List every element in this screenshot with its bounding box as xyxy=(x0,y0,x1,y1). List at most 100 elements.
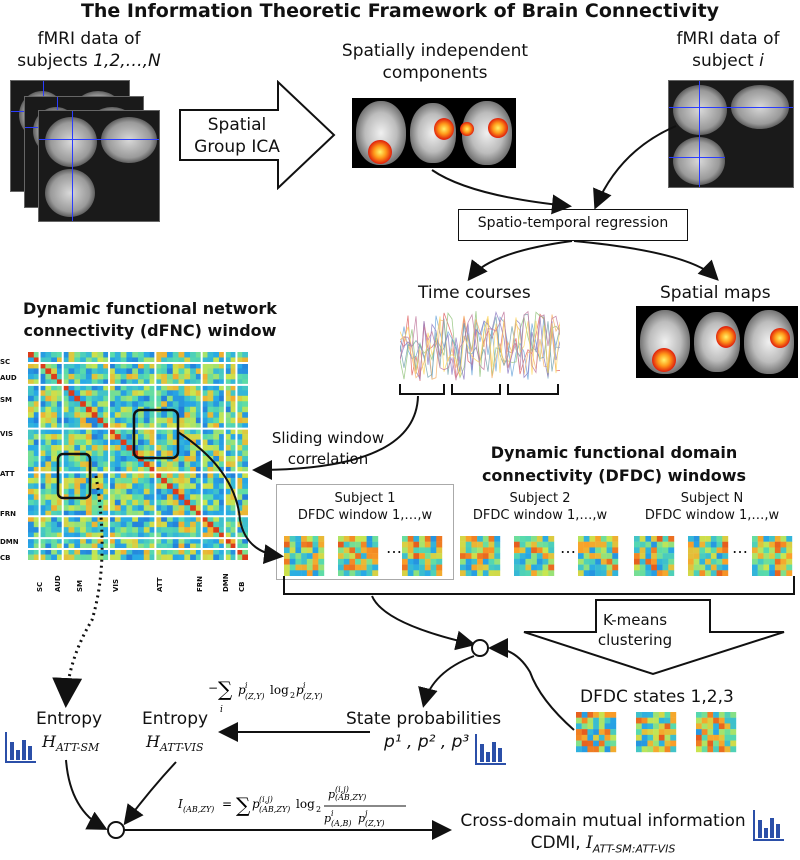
y-label-frn: FRN xyxy=(0,510,17,518)
regression-box: Spatio-temporal regression xyxy=(458,209,688,241)
svg-text:(Z,Y): (Z,Y) xyxy=(365,819,384,828)
subject-n-label: Subject N DFDC window 1,…,w xyxy=(630,490,794,524)
kmeans-line2: clustering xyxy=(597,631,673,649)
x-label-frn: FRN xyxy=(196,575,204,592)
svg-text:p: p xyxy=(252,797,260,811)
entropy-formula: − ∑ i p i (Z,Y) log 2 p i (Z,Y) xyxy=(208,677,322,715)
subject-1-name: Subject 1 xyxy=(334,491,396,506)
x-label-dmn: DMN xyxy=(222,573,230,592)
ica-arrow xyxy=(179,80,336,190)
subject-2-name: Subject 2 xyxy=(509,491,571,506)
time-courses-plot xyxy=(400,310,560,382)
svg-text:∑: ∑ xyxy=(218,677,233,701)
svg-text:i: i xyxy=(245,681,248,690)
x-label-sm: SM xyxy=(76,579,84,592)
histogram-icon xyxy=(5,732,36,763)
sliding-line1: Sliding window xyxy=(271,429,385,447)
svg-text:(AB,ZY): (AB,ZY) xyxy=(335,793,366,802)
components-label: Spatially independent components xyxy=(330,40,540,84)
subject-n-windows: DFDC window 1,…,w xyxy=(644,508,780,523)
svg-text:j: j xyxy=(363,809,368,818)
fmri-all-line1: fMRI data of xyxy=(37,29,141,49)
page-title: The Information Theoretic Framework of B… xyxy=(80,0,720,22)
svg-text:i: i xyxy=(220,705,223,715)
ica-label: Spatial Group ICA xyxy=(182,114,292,158)
state-prob-values: p¹ , p² , p³ xyxy=(384,732,470,752)
cdmi-label: Cross-domain mutual information CDMI, IA… xyxy=(452,810,754,860)
entropy-vis-h: H xyxy=(146,732,160,751)
ellipsis-1: … xyxy=(386,538,402,557)
cdmi-line2: CDMI, xyxy=(530,833,587,853)
ellipsis-3: … xyxy=(732,538,748,557)
fmri-one-line2: subject xyxy=(692,51,760,71)
y-label-att: ATT xyxy=(0,470,15,478)
entropy-vis-sub: ATT-VIS xyxy=(159,741,204,755)
x-label-aud: AUD xyxy=(54,575,62,592)
dfnc-y-labels: SC AUD SM VIS ATT FRN DMN CB xyxy=(0,350,30,580)
subject-2-label: Subject 2 DFDC window 1,…,w xyxy=(458,490,622,524)
svg-text:(i,j): (i,j) xyxy=(335,785,349,794)
sliding-line2: correlation xyxy=(287,450,369,468)
subject-2-windows: DFDC window 1,…,w xyxy=(472,508,608,523)
svg-text:(Z,Y): (Z,Y) xyxy=(303,692,322,701)
y-label-vis: VIS xyxy=(0,430,14,438)
y-label-sm: SM xyxy=(0,396,13,404)
svg-text:(Z,Y): (Z,Y) xyxy=(245,692,264,701)
time-windows-brackets xyxy=(399,384,559,395)
histogram-icon xyxy=(475,734,506,765)
dfdc-title: Dynamic functional domain connectivity (… xyxy=(446,441,782,487)
svg-text:log: log xyxy=(270,683,289,697)
kmeans-arrow xyxy=(523,599,785,676)
x-label-vis: VIS xyxy=(112,578,120,592)
x-label-cb: CB xyxy=(238,581,246,592)
kmeans-label: K-means clustering xyxy=(580,610,690,650)
svg-text:i: i xyxy=(303,681,306,690)
kmeans-line1: K-means xyxy=(602,611,668,629)
entropy-sm-label: Entropy xyxy=(36,709,103,729)
spatial-maps-images xyxy=(636,306,798,378)
fmri-one-line1: fMRI data of xyxy=(676,29,780,49)
fmri-one-scan xyxy=(668,80,794,188)
svg-text:i: i xyxy=(331,809,334,818)
subject-n-name: Subject N xyxy=(680,491,744,506)
x-label-sc: SC xyxy=(36,581,44,592)
dfnc-title: Dynamic functional network connectivity … xyxy=(0,298,300,342)
entropy-sm-h: H xyxy=(42,732,56,751)
svg-text:p: p xyxy=(324,812,331,825)
entropy-sm-sub: ATT-SM xyxy=(55,741,100,755)
svg-text:p: p xyxy=(296,683,304,697)
svg-text:log: log xyxy=(296,797,315,811)
ellipsis-2: … xyxy=(560,538,576,557)
svg-text:2: 2 xyxy=(316,805,321,814)
svg-text:∑: ∑ xyxy=(236,793,251,817)
entropy-sm-symbol: HATT-SM xyxy=(42,732,99,754)
states-label: DFDC states 1,2,3 xyxy=(580,687,734,707)
y-label-cb: CB xyxy=(0,554,11,562)
cdmi-symbol: I xyxy=(586,833,593,853)
svg-text:=: = xyxy=(222,797,232,811)
y-label-aud: AUD xyxy=(0,374,17,382)
dfnc-title-line1: Dynamic functional network xyxy=(23,299,277,318)
sliding-label: Sliding window correlation xyxy=(258,428,398,470)
dfdc-title-line2: connectivity (DFDC) windows xyxy=(481,466,747,485)
subject-1-windows: DFDC window 1,…,w xyxy=(297,508,433,523)
state-matrices xyxy=(576,712,737,753)
ica-line2: Group ICA xyxy=(194,137,280,157)
svg-text:I: I xyxy=(178,797,183,811)
components-line1: Spatially independent xyxy=(341,41,529,61)
ica-line1: Spatial xyxy=(207,115,267,135)
y-label-sc: SC xyxy=(0,358,11,366)
fmri-one-label: fMRI data of subject i xyxy=(658,28,798,72)
subject-1-label: Subject 1 DFDC window 1,…,w xyxy=(276,490,454,524)
svg-text:−: − xyxy=(208,681,218,695)
fmri-one-subject: i xyxy=(759,51,764,71)
svg-text:(A,B): (A,B) xyxy=(331,819,351,828)
time-courses-label: Time courses xyxy=(418,283,531,303)
dfdc-title-line1: Dynamic functional domain xyxy=(490,443,738,462)
x-label-att: ATT xyxy=(156,577,164,592)
components-line2: components xyxy=(382,63,488,83)
svg-text:(AB,ZY): (AB,ZY) xyxy=(183,805,214,814)
dfnc-matrix xyxy=(28,352,248,560)
entropy-vis-label: Entropy xyxy=(142,709,209,729)
spatial-maps-label: Spatial maps xyxy=(660,283,771,303)
